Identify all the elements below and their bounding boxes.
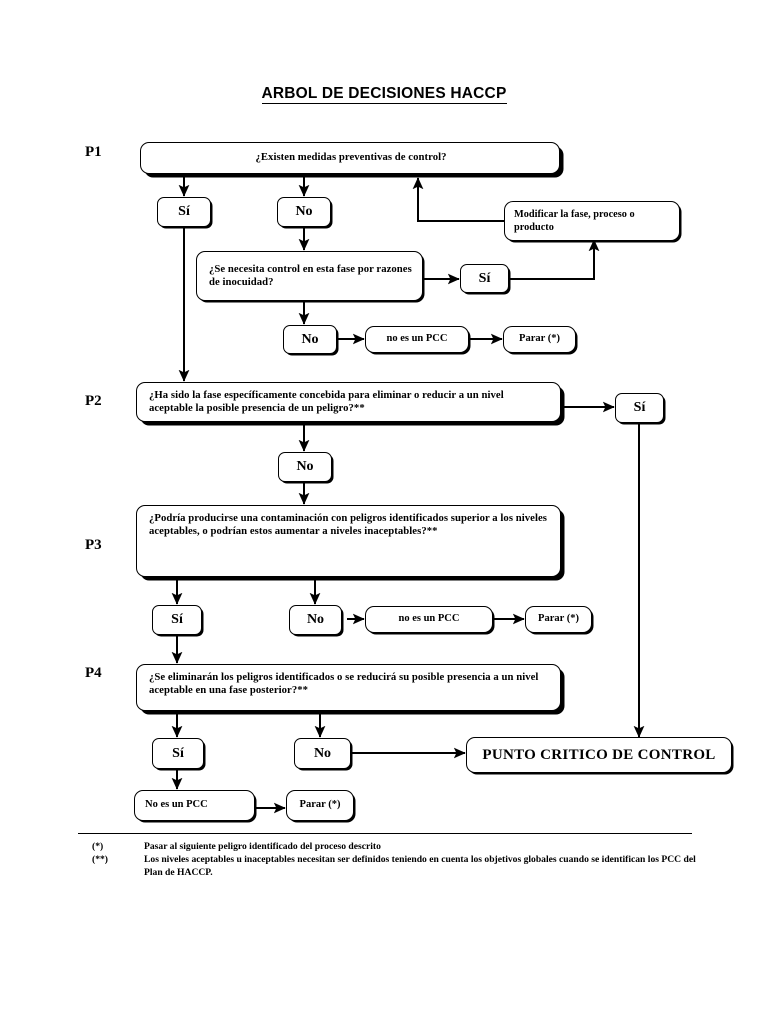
footnote-mark: (**) (92, 854, 108, 866)
answer-yes-p3[interactable]: Sí (152, 605, 202, 635)
footnote-row: (**) Los niveles aceptables u inaceptabl… (92, 853, 712, 879)
stage-marker-p2: P2 (85, 393, 102, 409)
question-box-p4[interactable]: ¿Se eliminarán los peligros identificado… (136, 664, 561, 711)
answer-yes-p1[interactable]: Sí (157, 197, 211, 227)
page-title-text: ARBOL DE DECISIONES HACCP (261, 85, 507, 104)
outcome-not-pcc-1[interactable]: no es un PCC (365, 326, 469, 353)
question-box-p3-text: ¿Podría producirse una contaminación con… (149, 512, 547, 538)
answer-yes-p2-text: Sí (633, 400, 646, 416)
answer-yes-safety-text: Sí (478, 270, 491, 286)
question-box-p1[interactable]: ¿Existen medidas preventivas de control? (140, 142, 560, 174)
outcome-not-pcc-1-text: no es un PCC (386, 333, 448, 345)
answer-no-p1[interactable]: No (277, 197, 331, 227)
footnote-mark: (*) (92, 841, 104, 852)
footnote-text: Pasar al siguiente peligro identificado … (144, 841, 381, 852)
question-box-p4-text: ¿Se eliminarán los peligros identificado… (149, 671, 539, 697)
footnote-text: Los niveles aceptables u inaceptables ne… (144, 854, 696, 879)
stage-marker-p4: P4 (85, 665, 102, 681)
answer-yes-p2[interactable]: Sí (615, 393, 664, 423)
question-box-p1-text: ¿Existen medidas preventivas de control? (255, 151, 447, 164)
question-box-p3[interactable]: ¿Podría producirse una contaminación con… (136, 505, 561, 577)
outcome-stop-2-text: Parar (*) (538, 613, 579, 625)
answer-no-safety-text: No (301, 331, 319, 347)
action-modify-stage-text: Modificar la fase, proceso o producto (514, 208, 635, 233)
answer-yes-p3-text: Sí (171, 612, 183, 628)
outcome-stop-1[interactable]: Parar (*) (503, 326, 576, 353)
outcome-not-pcc-3-text: No es un PCC (145, 799, 208, 811)
answer-yes-p1-text: Sí (178, 204, 190, 220)
outcome-not-pcc-3[interactable]: No es un PCC (134, 790, 255, 821)
outcome-stop-2[interactable]: Parar (*) (525, 606, 592, 633)
footnote-row: (*) Pasar al siguiente peligro identific… (92, 840, 712, 853)
outcome-critical-control-point-text: PUNTO CRITICO DE CONTROL (482, 746, 716, 763)
answer-no-p3[interactable]: No (289, 605, 342, 635)
answer-no-p3-text: No (306, 612, 325, 628)
stage-marker-p3: P3 (85, 537, 102, 553)
question-box-p2[interactable]: ¿Ha sido la fase específicamente concebi… (136, 382, 561, 422)
action-modify-stage[interactable]: Modificar la fase, proceso o producto (504, 201, 680, 241)
outcome-not-pcc-2[interactable]: no es un PCC (365, 606, 493, 633)
page-title: ARBOL DE DECISIONES HACCP (0, 85, 768, 104)
footnote-divider (78, 833, 692, 834)
outcome-stop-3-text: Parar (*) (299, 799, 341, 811)
outcome-stop-1-text: Parar (*) (519, 333, 560, 345)
outcome-stop-3[interactable]: Parar (*) (286, 790, 354, 821)
answer-no-p4[interactable]: No (294, 738, 351, 769)
outcome-critical-control-point[interactable]: PUNTO CRITICO DE CONTROL (466, 737, 732, 773)
answer-no-p2[interactable]: No (278, 452, 332, 482)
answer-no-p4-text: No (313, 745, 332, 761)
answer-no-safety[interactable]: No (283, 325, 337, 354)
question-box-p2-text: ¿Ha sido la fase específicamente concebi… (149, 388, 504, 414)
outcome-not-pcc-2-text: no es un PCC (398, 613, 460, 625)
answer-no-p1-text: No (295, 204, 313, 220)
footnotes: (*) Pasar al siguiente peligro identific… (92, 840, 712, 880)
answer-no-p2-text: No (296, 459, 314, 475)
stage-marker-p1: P1 (85, 144, 102, 160)
question-box-safety-text: ¿Se necesita control en esta fase por ra… (209, 262, 412, 288)
answer-yes-p4-text: Sí (172, 745, 184, 761)
answer-yes-safety[interactable]: Sí (460, 264, 509, 293)
answer-yes-p4[interactable]: Sí (152, 738, 204, 769)
question-box-safety[interactable]: ¿Se necesita control en esta fase por ra… (196, 251, 423, 301)
